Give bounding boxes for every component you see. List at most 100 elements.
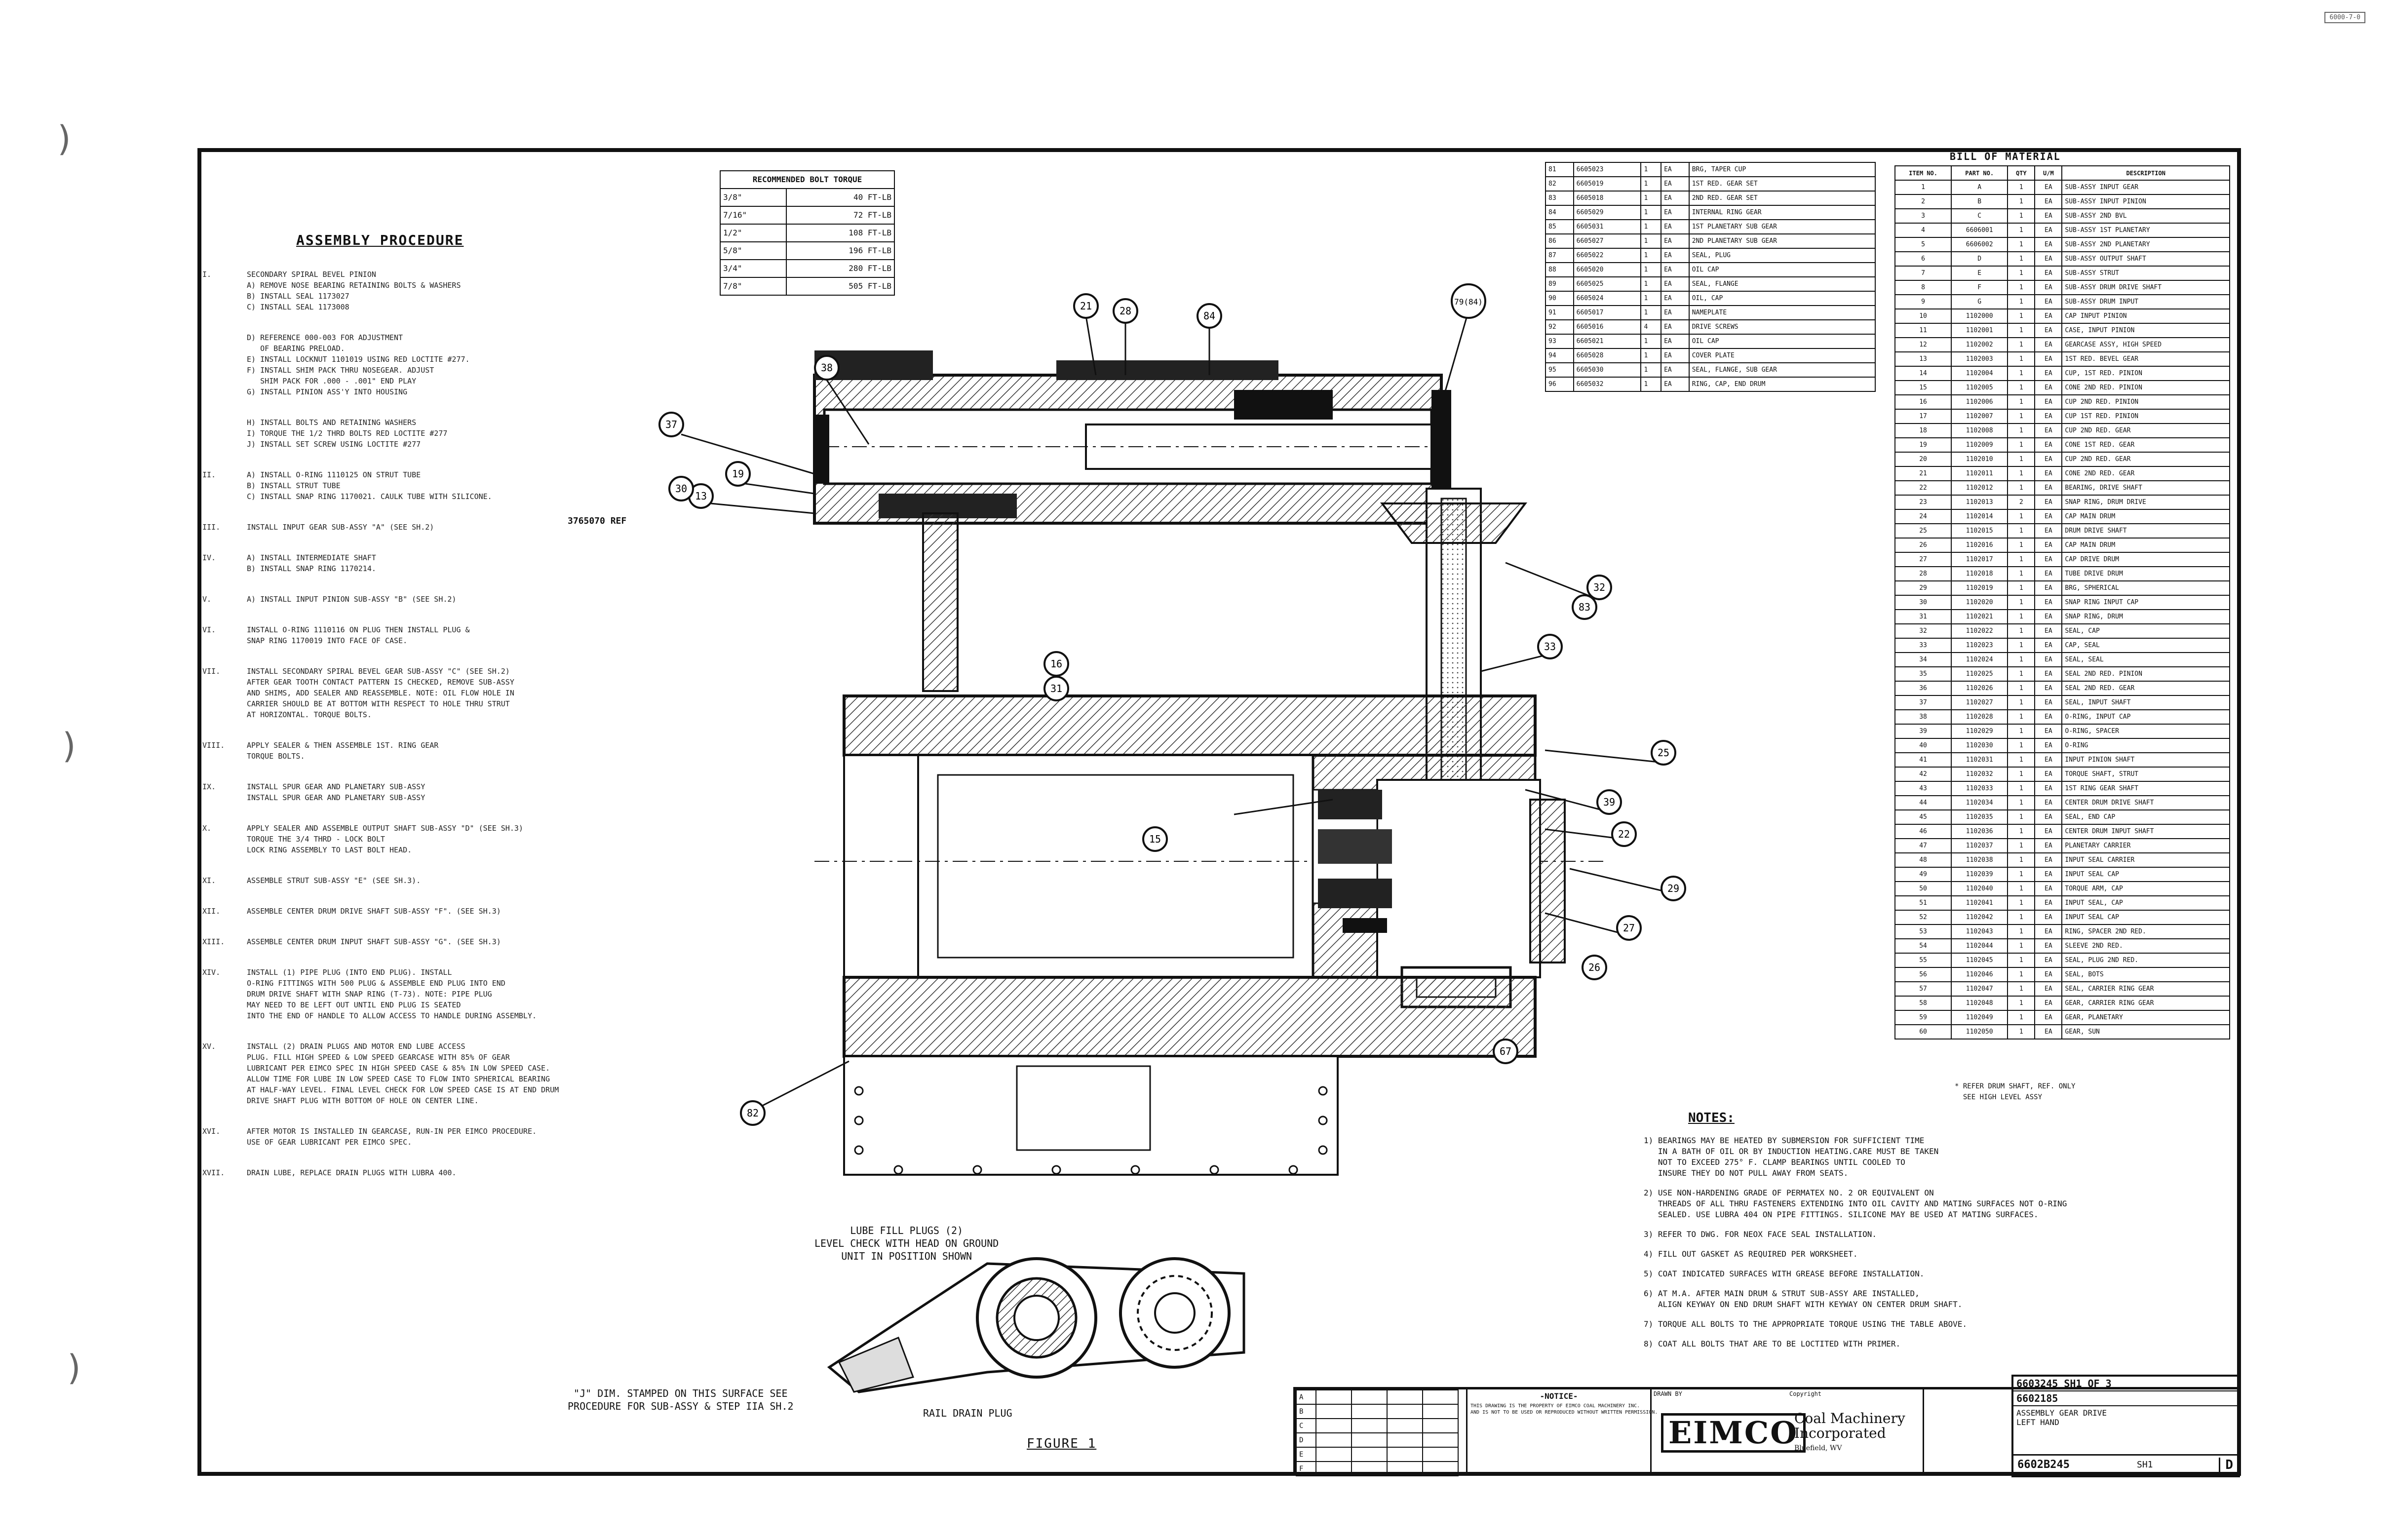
bom-cell: 1	[2007, 323, 2036, 338]
callout-number: 28	[1120, 305, 1131, 317]
step-number: XIII.	[202, 937, 225, 946]
revision-cell	[1422, 1418, 1459, 1433]
bom-cell: 1102025	[1951, 666, 2009, 682]
bom-cell: 1	[2007, 709, 2036, 725]
bom-cell: 1	[2007, 910, 2036, 925]
bom-cell: 53	[1894, 924, 1952, 939]
parts-cell: 6605020	[1573, 262, 1642, 277]
bom-cell: 1102009	[1951, 437, 2009, 453]
callout-bubble: 83	[1572, 594, 1597, 620]
torque-row: 5/8"196 FT-LB	[720, 241, 895, 260]
bom-cell: CAP MAIN DRUM	[2061, 538, 2230, 553]
revision-cell	[1315, 1418, 1352, 1433]
bom-cell: 1102037	[1951, 838, 2009, 853]
parts-cell: 1ST RED. GEAR SET	[1688, 176, 1876, 192]
parts-cell: 6605017	[1573, 305, 1642, 320]
parts-cell: 83	[1545, 191, 1574, 206]
bom-cell: SUB-ASSY 2ND BVL	[2061, 208, 2230, 224]
bom-cell: O-RING, INPUT CAP	[2061, 709, 2230, 725]
bom-cell: EA	[2034, 809, 2063, 825]
bom-cell: 1102019	[1951, 580, 2009, 596]
revision-cell	[1422, 1447, 1459, 1462]
bom-footnote: * REFER DRUM SHAFT, REF. ONLY SEE HIGH L…	[1955, 1082, 2076, 1101]
bom-cell: 1102000	[1951, 308, 2009, 324]
bom-cell: O-RING, SPACER	[2061, 724, 2230, 739]
bom-cell: EA	[2034, 194, 2063, 209]
bom-cell: EA	[2034, 280, 2063, 295]
callout-number: 38	[821, 362, 833, 374]
bom-cell: EA	[2034, 938, 2063, 954]
parts-cell: EA	[1661, 162, 1690, 177]
torque-cell: 72 FT-LB	[785, 206, 895, 225]
bom-cell: EA	[2034, 781, 2063, 796]
callout-bubble: 25	[1651, 740, 1676, 766]
parts-cell: EA	[1661, 205, 1690, 220]
bom-cell: CONE 1ST RED. GEAR	[2061, 437, 2230, 453]
torque-cell: 3/8"	[720, 188, 787, 207]
revision-cell	[1351, 1389, 1388, 1405]
bom-cell: CENTER DRUM DRIVE SHAFT	[2061, 795, 2230, 810]
parts-cell: 2ND RED. GEAR SET	[1688, 191, 1876, 206]
bom-cell: 1102011	[1951, 466, 2009, 481]
bom-cell: 48	[1894, 852, 1952, 868]
bom-cell: EA	[2034, 538, 2063, 553]
bom-cell: 1	[2007, 251, 2036, 267]
bom-cell: 1	[2007, 738, 2036, 753]
bom-cell: 1	[2007, 194, 2036, 209]
bom-cell: B	[1951, 194, 2009, 209]
bom-cell: 6606002	[1951, 237, 2009, 252]
bom-cell: 1102028	[1951, 709, 2009, 725]
bom-cell: EA	[2034, 323, 2063, 338]
bom-cell: 1	[2007, 337, 2036, 352]
bom-header-cell: ITEM NO.	[1894, 165, 1952, 181]
bom-cell: 1102034	[1951, 795, 2009, 810]
step-text: H) INSTALL BOLTS AND RETAINING WASHERS I…	[247, 418, 448, 449]
bom-cell: 1	[2007, 867, 2036, 882]
bom-cell: CASE, INPUT PINION	[2061, 323, 2230, 338]
bom-cell: EA	[2034, 523, 2063, 539]
parts-cell: 1	[1640, 348, 1662, 363]
bom-cell: 12	[1894, 337, 1952, 352]
bom-cell: 2	[1894, 194, 1952, 209]
bom-cell: EA	[2034, 695, 2063, 710]
margin-mark: )	[54, 118, 76, 159]
bom-cell: C	[1951, 208, 2009, 224]
bom-cell: 1102021	[1951, 609, 2009, 624]
bom-cell: 1	[2007, 666, 2036, 682]
bom-cell: 1ST RED. BEVEL GEAR	[2061, 351, 2230, 367]
bom-cell: O-RING	[2061, 738, 2230, 753]
step-text: INSTALL INPUT GEAR SUB-ASSY "A" (SEE SH.…	[247, 523, 434, 532]
parts-cell: EA	[1661, 319, 1690, 335]
callout-number: 25	[1658, 747, 1669, 759]
bom-cell: EA	[2034, 838, 2063, 853]
step-text: A) INSTALL O-RING 1110125 ON STRUT TUBE …	[247, 470, 492, 501]
callout-number: 84	[1203, 310, 1215, 322]
callout-number: 33	[1544, 641, 1556, 653]
parts-cell: EA	[1661, 362, 1690, 378]
parts-cell: 1	[1640, 205, 1662, 220]
step-text: A) INSTALL INPUT PINION SUB-ASSY "B" (SE…	[247, 595, 457, 604]
torque-cell: 40 FT-LB	[785, 188, 895, 207]
revision-cell	[1315, 1447, 1352, 1462]
callout-bubble: 30	[668, 476, 694, 501]
bom-cell: SUB-ASSY DRUM INPUT	[2061, 294, 2230, 309]
bom-cell: EA	[2034, 223, 2063, 238]
step-number: II.	[202, 470, 216, 479]
bom-cell: 16	[1894, 394, 1952, 410]
bom-cell: SLEEVE 2ND RED.	[2061, 938, 2230, 954]
bom-cell: EA	[2034, 953, 2063, 968]
callout-bubble: 84	[1197, 303, 1222, 329]
parts-cell: 1ST PLANETARY SUB GEAR	[1688, 219, 1876, 234]
bom-cell: 1	[2007, 566, 2036, 581]
bom-cell: EA	[2034, 552, 2063, 567]
torque-cell: 505 FT-LB	[785, 277, 895, 296]
revision-cell	[1387, 1418, 1423, 1433]
